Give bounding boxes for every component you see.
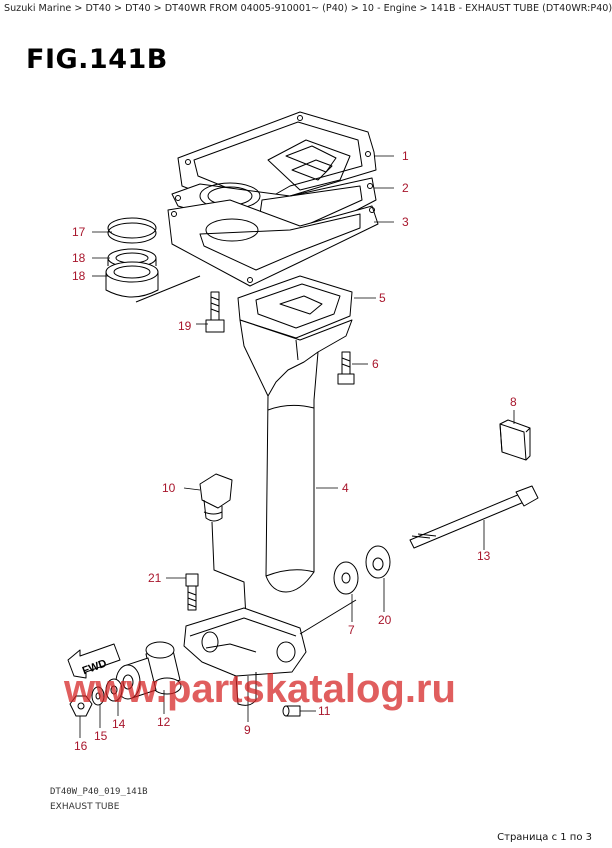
breadcrumb-item-dt40-series[interactable]: DT40 — [85, 3, 111, 14]
callout-11[interactable]: 11 — [318, 704, 331, 718]
cap-8[interactable] — [499, 419, 531, 461]
nut-16[interactable] — [69, 695, 93, 717]
figure-title: FIG.141B — [26, 44, 168, 75]
callout-12[interactable]: 12 — [157, 715, 171, 729]
gasket-plate-3[interactable] — [167, 199, 379, 287]
bolt-19[interactable] — [205, 291, 225, 333]
callout-17[interactable]: 17 — [72, 225, 86, 239]
breadcrumb-item-current: 141B - EXHAUST TUBE (DT40WR:P40) — [430, 3, 612, 14]
washer-20[interactable] — [365, 545, 391, 579]
callout-13[interactable]: 13 — [477, 549, 491, 563]
page-indicator: Страница с 1 по 3 — [497, 832, 592, 843]
breadcrumb-item-dt40-model[interactable]: DT40 — [125, 3, 151, 14]
figure-code: DT40W_P40_019_141B — [50, 787, 148, 797]
washer-14[interactable] — [105, 678, 123, 702]
callout-19[interactable]: 19 — [178, 319, 192, 333]
breadcrumb-item-engine[interactable]: 10 - Engine — [361, 3, 417, 14]
washer-15[interactable] — [91, 686, 105, 706]
callout-3[interactable]: 3 — [402, 215, 409, 229]
plug-10[interactable] — [199, 473, 233, 522]
pin-11[interactable] — [282, 705, 301, 717]
callout-6[interactable]: 6 — [372, 357, 379, 371]
callout-1[interactable]: 1 — [402, 149, 409, 163]
callout-15[interactable]: 15 — [94, 729, 108, 743]
long-bolt-13[interactable] — [409, 485, 539, 549]
breadcrumb-separator: > — [419, 3, 428, 14]
seal-ring-18-lower[interactable] — [105, 261, 159, 298]
callout-14[interactable]: 14 — [112, 717, 126, 731]
washer-7[interactable] — [333, 561, 359, 595]
callout-10[interactable]: 10 — [162, 481, 176, 495]
callout-7[interactable]: 7 — [348, 623, 355, 637]
breadcrumb-item-dt40wr[interactable]: DT40WR FROM 04005-910001~ (P40) — [164, 3, 348, 14]
callout-20[interactable]: 20 — [378, 613, 392, 627]
callout-4[interactable]: 4 — [342, 481, 349, 495]
callout-16[interactable]: 16 — [74, 739, 88, 753]
bolt-6[interactable] — [337, 351, 355, 385]
callout-21[interactable]: 21 — [148, 571, 162, 585]
figure-caption: EXHAUST TUBE — [50, 802, 120, 812]
bracket-9[interactable] — [183, 607, 307, 706]
watermark: www.partskatalog.ru — [63, 667, 456, 711]
breadcrumb-separator: > — [153, 3, 162, 14]
exhaust-tube[interactable] — [239, 319, 353, 593]
callout-9[interactable]: 9 — [244, 723, 251, 737]
fwd-arrow-icon — [67, 643, 121, 679]
callout-2[interactable]: 2 — [402, 181, 409, 195]
callout-5[interactable]: 5 — [379, 291, 386, 305]
breadcrumb-separator: > — [114, 3, 123, 14]
seal-ring-17[interactable] — [107, 217, 157, 244]
callout-18-upper[interactable]: 18 — [72, 251, 86, 265]
breadcrumb: Suzuki Marine > DT40 > DT40 > DT40WR FRO… — [4, 3, 612, 14]
breadcrumb-separator: > — [350, 3, 359, 14]
breadcrumb-item-suzuki-marine[interactable]: Suzuki Marine — [4, 3, 72, 14]
callout-18-lower[interactable]: 18 — [72, 269, 86, 283]
breadcrumb-separator: > — [74, 3, 83, 14]
bolt-21[interactable] — [185, 573, 199, 611]
callout-8[interactable]: 8 — [510, 395, 517, 409]
